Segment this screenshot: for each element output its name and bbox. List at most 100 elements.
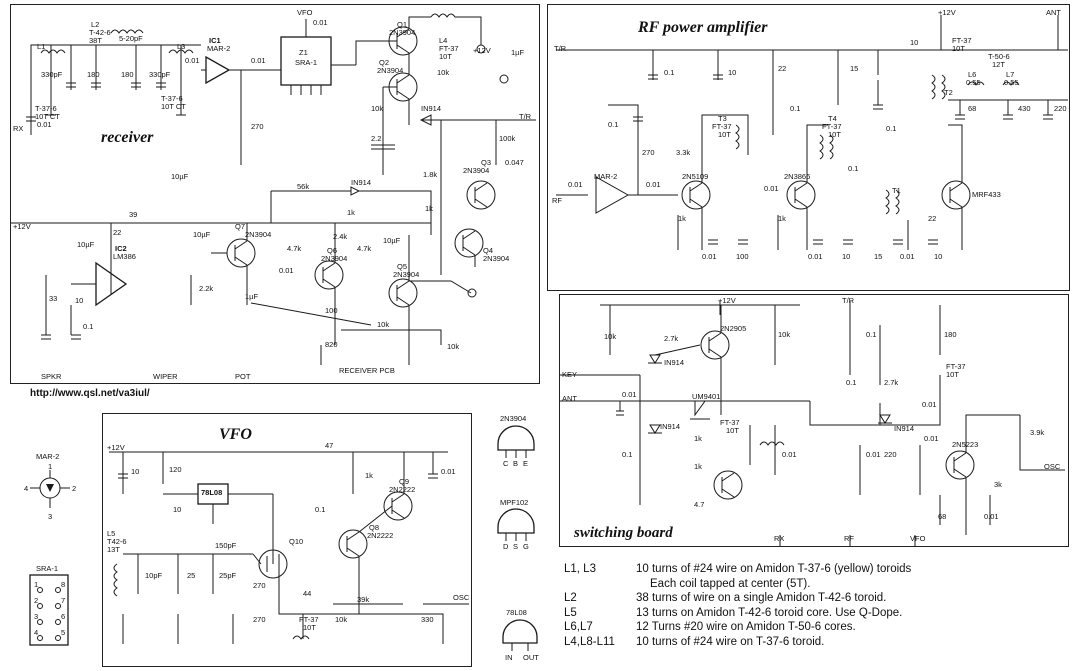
rf-label-12t: 12T [992,60,1005,69]
legend-value: 12 Turns #20 wire on Amidon T-50-6 cores… [636,621,856,633]
vfo-label-r10k: 10k [335,615,348,624]
label-r47k-a: 4.7k [287,244,302,253]
vfo-label-l5core: T42-6 [107,537,127,546]
label-c330b: 330pF [149,70,171,79]
label-r10k-b: 10k [371,104,384,113]
sra1-pin-4: 4 [34,628,39,637]
rf-label-c001a: 0.01 [568,180,583,189]
label-c001b: 0.01 [251,56,266,65]
rf-label-r15: 15 [850,64,859,73]
vfo-label-r1k: 1k [365,471,373,480]
label-c33: 33 [49,294,58,303]
vfo-title: VFO [219,426,252,443]
label-c180a: 180 [87,70,100,79]
l78-pin-in: IN [505,653,513,662]
rf-label-r270: 270 [642,148,655,157]
sw-label-db: IN914 [660,422,681,431]
vfo-label-c10pf: 10pF [145,571,163,580]
sw-label-v12: +12V [718,296,736,305]
n3904-pin-e: E [523,459,529,468]
vfo-label-q9: Q9 [399,477,410,486]
receiver-schematic [11,13,536,365]
vfo-label-l5t: 13T [107,545,120,554]
label-c330a: 330pF [41,70,63,79]
label-q1: Q1 [397,20,408,29]
label-pot: POT [235,372,251,381]
label-z1-type: SRA-1 [295,58,318,67]
label-r10k-c: 10k [377,320,390,329]
rf-label-c68: 68 [968,104,977,113]
vfo-schematic [109,451,469,644]
rf-label-qmrf: MRF433 [972,190,1001,199]
sw-label-q2n5223: 2N5223 [952,440,979,449]
label-r22: 22 [113,228,122,237]
rf-label-c15: 15 [874,252,883,261]
label-q7-type: 2N3904 [245,230,272,239]
vfo-label-c10a: 10 [131,467,140,476]
vfo-label-l5: L5 [107,529,116,538]
legend-value: 13 turns on Amidon T-42-6 toroid core. U… [636,606,903,619]
label-ic2-type: LM386 [113,252,136,261]
sw-label-dum: UM9401 [692,392,721,401]
legend-row: L1, L3 10 turns of #24 wire on Amidon T-… [564,562,964,577]
rf-label-c01c: 0.1 [790,104,801,113]
vfo-label-r330: 330 [421,615,434,624]
label-q3: Q3 [481,158,492,167]
label-r47k-b: 4.7k [357,244,372,253]
sw-label-c68: 68 [938,512,947,521]
legend-key: L1, L3 [564,563,596,575]
label-r39: 39 [129,210,138,219]
sw-label-tr: T/R [842,296,855,305]
label-vfo-in: VFO [297,8,313,17]
rf-label-q2n5109: 2N5109 [682,172,709,181]
rf-label-ant: ANT [1046,8,1061,17]
label-r24k: 2.4k [333,232,348,241]
rf-label-l6: L6 [968,70,977,79]
sra1-pin-5: 5 [61,628,66,637]
rf-amp-title: RF power amplifier [638,19,768,36]
sw-label-r220: 220 [884,450,897,459]
sw-label-rf: RF [844,534,854,543]
rf-label-t3core: FT-37 [712,122,732,131]
label-q2: Q2 [379,58,390,67]
sw-label-c001f: 0.01 [984,512,999,521]
rf-label-c100: 100 [736,252,749,261]
rf-label-t1: T1 [892,186,901,195]
label-c01: 0.1 [83,322,94,331]
label-r18k: 1.8k [423,170,438,179]
rf-label-l7v: 0.55 [1004,78,1019,87]
rf-label-r1k: 1k [678,214,686,223]
label-rx: RX [13,124,24,133]
label-c1uf-b: 1µF [245,292,259,301]
rf-label-q2n3866: 2N3866 [784,172,811,181]
sw-label-c001e: 0.01 [924,434,939,443]
label-r10: 10 [75,296,84,305]
sw-label-c001a: 0.01 [622,390,637,399]
vfo-label-c270a: 270 [253,581,266,590]
rf-label-c430: 430 [1018,104,1031,113]
mar2-pin-2: 2 [72,484,77,493]
sw-label-r1kb: 1k [694,462,702,471]
label-l1: L1 [37,42,46,51]
sw-label-c47: 4.7 [694,500,705,509]
label-l3: L3 [177,42,186,51]
rf-label-c10a: 10 [728,68,737,77]
label-l3-turns: 10T CT [161,102,186,111]
source-url[interactable]: http://www.qsl.net/va3iul/ [30,388,150,399]
label-v12a: +12V [473,46,491,55]
label-c180b: 180 [121,70,134,79]
mar2-pin-4: 4 [24,484,29,493]
rf-label-c001e: 0.01 [808,252,823,261]
receiver-footer: RECEIVER PCB [339,366,395,375]
sw-label-r39k: 3.9k [1030,428,1045,437]
n3904-pin-c: C [503,459,509,468]
sra1-pin-7: 7 [61,596,66,605]
label-c001c: 0.01 [313,18,328,27]
switching-panel: switching board +12V T/R KEY ANT RX RF V… [559,294,1069,547]
rf-label-l7: L7 [1006,70,1015,79]
coil-legend: L1, L3 10 turns of #24 wire on Amidon T-… [564,562,964,649]
l78-pin-out: OUT [523,653,539,662]
mpf102-pin-g: G [523,542,529,551]
label-r10k-d: 10k [447,342,460,351]
legend-row: Each coil tapped at center (5T). [564,577,964,592]
